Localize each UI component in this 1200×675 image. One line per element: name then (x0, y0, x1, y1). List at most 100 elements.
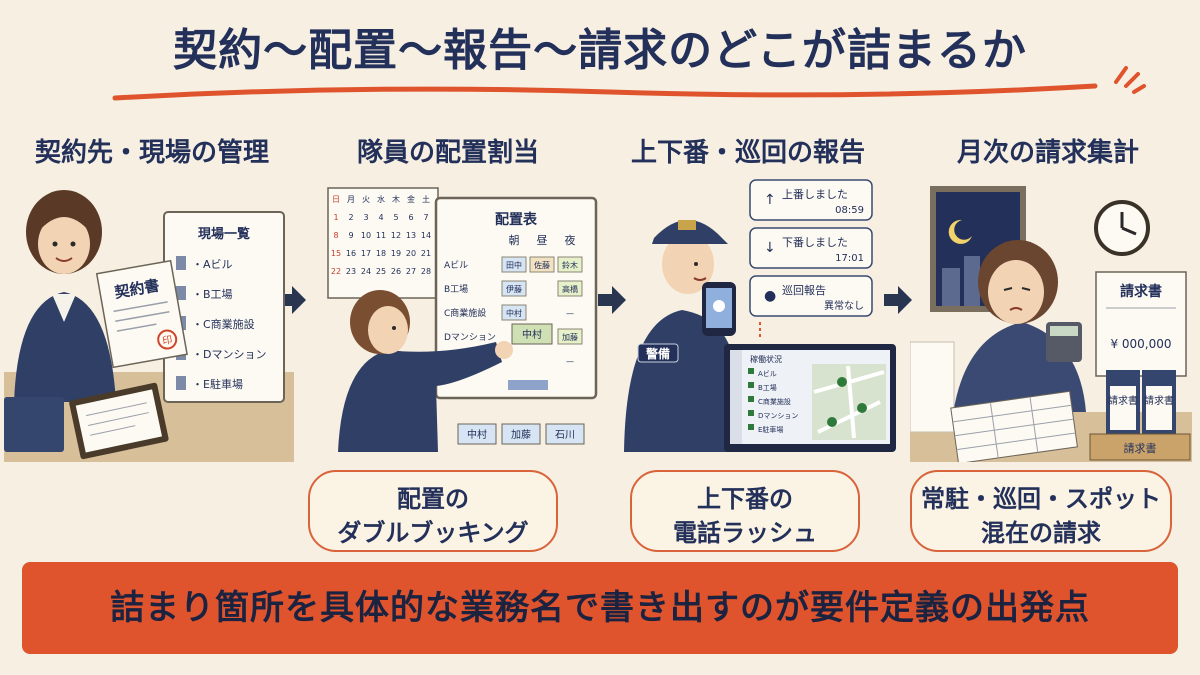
office-worker-figure (14, 190, 116, 402)
svg-text:中村: 中村 (522, 328, 542, 341)
bubble-line: 上下番の (697, 485, 793, 513)
schedule-board-title: 配置表 (495, 211, 538, 228)
bottleneck-bubble-billing: 常駐・巡回・スポット 混在の請求 (910, 470, 1172, 552)
schedule-site-label: Dマンション (444, 333, 496, 343)
staff-card-name: — (566, 309, 574, 318)
report-message-time: 異常なし (824, 299, 864, 312)
bottleneck-bubble-assignment: 配置の ダブルブッキング (308, 470, 558, 552)
site-list-item: ・C商業施設 (192, 317, 255, 331)
staff-card-name: 中村 (467, 428, 487, 441)
calendar-date: 25 (376, 267, 386, 276)
step-heading-report: 上下番・巡回の報告 (630, 138, 865, 168)
staff-card (501, 280, 527, 297)
site-list-board: 現場一覧 ・Aビル・B工場・C商業施設・Dマンション・E駐車場 (163, 211, 285, 403)
status-indicator (748, 396, 754, 402)
calendar-date: 15 (331, 249, 341, 258)
loose-staff-cards: 中村 加藤 石川 (457, 423, 585, 445)
calendar-date: 12 (391, 231, 401, 240)
calendar-date: 7 (423, 213, 428, 222)
staff-card-name: 石川 (555, 430, 575, 441)
staff-card-name: 高橋 (562, 284, 578, 294)
spreadsheet-paper (950, 390, 1078, 462)
monitor-site-label: Aビル (758, 369, 777, 378)
calendar-date: 13 (406, 231, 416, 240)
calendar-weekday: 月 (347, 195, 355, 204)
step-heading-contract: 契約先・現場の管理 (34, 138, 269, 168)
staff-card-name: 中村 (506, 308, 522, 318)
report-message-text: 下番しました (782, 236, 848, 249)
calendar-date: 22 (331, 267, 341, 276)
staff-card (557, 328, 583, 345)
contract-document: 契約書 印 (95, 259, 188, 369)
schedule-site-label: Aビル (444, 260, 468, 271)
down-arrow-icon: ↓ (764, 240, 776, 256)
calendar-date: 18 (376, 249, 386, 258)
staff-card (501, 256, 527, 273)
calendar-date: 23 (346, 267, 356, 276)
contract-stamp: 印 (161, 334, 173, 348)
schedule-site-label: C商業施設 (444, 307, 486, 319)
calendar-weekday: 土 (422, 194, 430, 204)
status-indicator (748, 382, 754, 388)
building-icon (176, 376, 186, 390)
calendar-weekday: 火 (362, 195, 370, 204)
staff-card (501, 423, 541, 445)
status-indicator (748, 368, 754, 374)
staff-card-name: 伊藤 (506, 284, 522, 294)
calendar-date: 3 (363, 213, 368, 222)
shift-header: 昼 (537, 234, 548, 247)
calendar-weekday: 木 (392, 194, 400, 204)
binder-stack: 請求書 請求書 (1106, 370, 1176, 444)
bubble-line: 常駐・巡回・スポット (921, 485, 1161, 513)
report-message (749, 275, 873, 317)
moon-icon (948, 219, 972, 244)
held-staff-card: 中村 (511, 323, 553, 345)
clipboard-icon (69, 382, 169, 460)
site-list-title: 現場一覧 (198, 226, 250, 242)
calendar-date: 24 (361, 267, 371, 276)
contract-management-illustration: 現場一覧 ・Aビル・B工場・C商業施設・Dマンション・E駐車場 契約書 印 (4, 190, 294, 462)
binder-label: 請求書 (1108, 394, 1138, 407)
clock-icon (1094, 200, 1150, 256)
calendar-date: 5 (393, 213, 398, 222)
calendar-date: 11 (376, 231, 386, 240)
staff-card-name: 加藤 (511, 429, 531, 441)
staff-card-name: 佐藤 (534, 260, 550, 270)
calendar-date: 6 (408, 213, 413, 222)
staff-card (501, 304, 527, 321)
emphasis-marks-icon (1114, 66, 1146, 94)
report-message-text: 巡回報告 (782, 284, 826, 297)
monitor-title: 稼働状況 (750, 354, 782, 364)
billing-illustration: 請求書 ¥ 000,000 請求書 請求書 請求書 (910, 186, 1192, 462)
flow-arrow-icon (598, 286, 626, 314)
schedule-site-label: B工場 (444, 283, 468, 295)
board-eraser (508, 380, 548, 390)
calendar-date: 28 (421, 267, 431, 276)
staff-card (529, 256, 555, 273)
staff-card-name: 田中 (506, 260, 522, 270)
invoice-document: 請求書 ¥ 000,000 (1095, 271, 1187, 377)
calendar-date: 14 (421, 231, 431, 240)
calendar-date: 9 (348, 231, 353, 240)
filing-box-label: 請求書 (1124, 441, 1157, 455)
calendar-date: 21 (421, 249, 431, 258)
flow-arrow-icon (884, 286, 912, 314)
calendar-date: 2 (348, 213, 353, 222)
invoice-amount: ¥ 000,000 (1110, 337, 1171, 351)
building-icon (176, 286, 186, 300)
calendar-weekday: 日 (332, 195, 340, 204)
up-arrow-icon: ↑ (764, 192, 776, 208)
monitor-site-label: E駐車場 (758, 425, 783, 434)
report-message (749, 227, 873, 269)
calendar-date: 19 (391, 249, 401, 258)
title-underline (112, 83, 1098, 101)
flow-arrow-icon (278, 286, 306, 314)
building-icon (176, 256, 186, 270)
bubble-line: 電話ラッシュ (673, 519, 817, 547)
shift-header: 夜 (565, 233, 576, 247)
key-message-banner: 詰まり箇所を具体的な業務名で書き出すのが要件定義の出発点 (22, 562, 1178, 654)
staff-card (545, 423, 585, 445)
filing-box: 請求書 (1089, 433, 1191, 461)
